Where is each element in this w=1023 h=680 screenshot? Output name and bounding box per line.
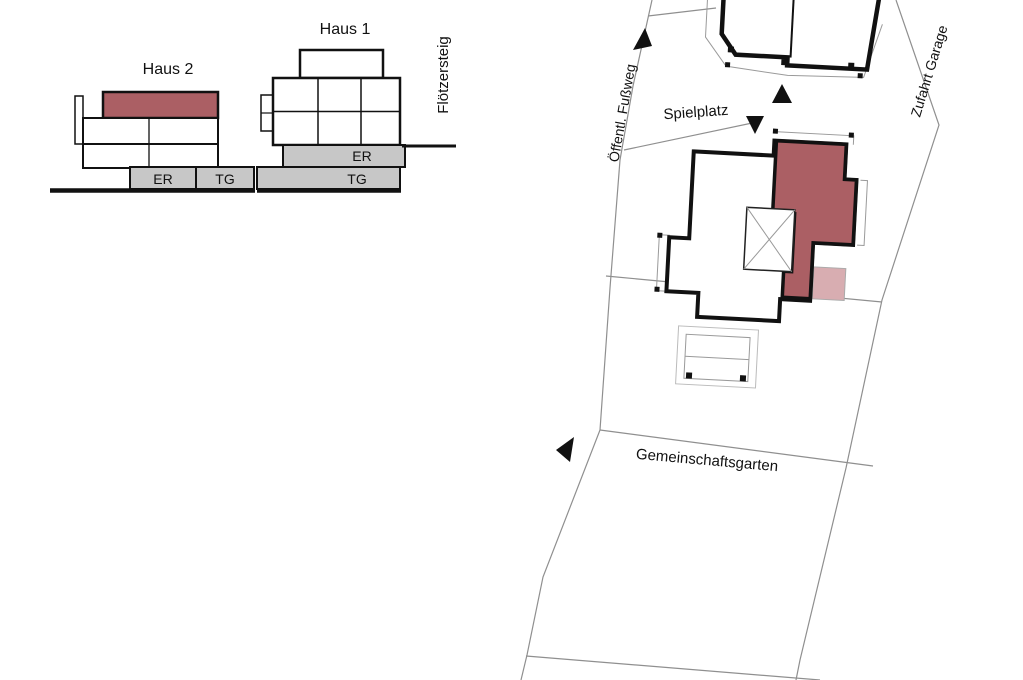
structure-tick — [685, 372, 693, 379]
haus2-side-bay — [74, 95, 84, 145]
neighbor-building-outline — [719, 0, 883, 72]
haus2-unit-floor-highlight[interactable] — [101, 90, 220, 120]
balcony-line — [857, 179, 868, 247]
haus2-floor — [82, 143, 219, 169]
terrace-highlight — [811, 266, 847, 302]
structure-tick — [654, 286, 660, 292]
stair-core-cross — [743, 209, 796, 270]
terrace-divider — [685, 355, 749, 361]
haus1-roof-box — [298, 48, 385, 80]
tg-label-haus2: TG — [215, 171, 235, 187]
structure-tick — [657, 232, 663, 238]
structure-tick — [772, 128, 779, 134]
haus1-er-box — [282, 144, 406, 168]
er-label-haus2: ER — [153, 171, 173, 187]
structure-tick — [848, 62, 855, 69]
garden-boundary-line — [599, 429, 874, 467]
entrance-arrow-down — [746, 116, 764, 134]
floetzersteig-label: Flötzersteig — [435, 36, 452, 114]
neighbor-building-wall — [789, 0, 796, 58]
haus2-title: Haus 2 — [142, 61, 194, 78]
structure-tick — [848, 132, 854, 138]
parcel-line — [647, 7, 717, 17]
structure-tick — [857, 73, 863, 79]
terrace-outline-outer — [675, 325, 760, 389]
path-arrow — [633, 28, 652, 50]
garden-arrow — [556, 437, 574, 462]
playground-boundary-line — [623, 121, 758, 151]
bottom-parcel-line — [525, 655, 821, 680]
haus2-floor — [82, 117, 219, 145]
er-label-haus1: ER — [352, 148, 372, 164]
tg-label-haus1: TG — [347, 171, 367, 187]
footpath-boundary-line — [520, 0, 653, 680]
structure-tick — [739, 375, 747, 382]
structure-tick — [727, 46, 735, 53]
haus1-title: Haus 1 — [319, 21, 371, 38]
entrance-arrow-up — [772, 84, 792, 103]
structure-tick — [724, 62, 731, 68]
haus1-tg-box — [256, 166, 401, 190]
structure-tick — [781, 59, 788, 66]
garage-road-line — [795, 0, 940, 680]
